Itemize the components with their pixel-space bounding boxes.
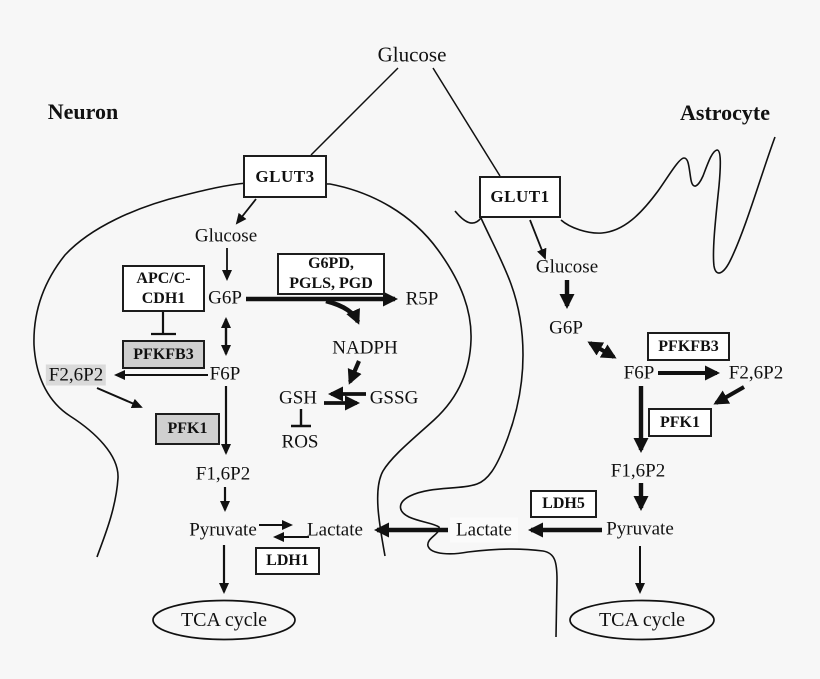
neuron-pfkfb3-label: PFKFB3 bbox=[133, 345, 194, 363]
neuron-pfkfb3-box: PFKFB3 bbox=[122, 340, 205, 369]
neuron-tca-label: TCA cycle bbox=[180, 609, 268, 631]
astro-g6p-label: G6P bbox=[549, 317, 583, 339]
ppp-enzymes-line1: G6PD, bbox=[308, 255, 354, 272]
astro-pfkfb3-label: PFKFB3 bbox=[658, 337, 719, 355]
neuron-f16p2-label: F1,6P2 bbox=[195, 463, 251, 485]
neuron-pfk1-label: PFK1 bbox=[167, 420, 208, 437]
astro-f16p2-label: F1,6P2 bbox=[610, 460, 666, 482]
arrow-astro-g6p-f6p-reversible bbox=[587, 341, 617, 359]
astrocyte-membrane-right bbox=[560, 136, 776, 274]
arrow-astro-f26p2-to-pfk1 bbox=[713, 385, 745, 405]
ldh5-label: LDH5 bbox=[542, 495, 585, 512]
neuron-f26p2-label: F2,6P2 bbox=[45, 364, 107, 386]
astro-f26p2-label: F2,6P2 bbox=[728, 362, 784, 384]
r5p-label: R5P bbox=[405, 288, 439, 310]
astro-pfk1-box: PFK1 bbox=[648, 408, 712, 437]
neuron-f6p-label: F6P bbox=[209, 363, 241, 385]
astro-glucose-label: Glucose bbox=[535, 256, 599, 278]
astro-f6p-label: F6P bbox=[623, 362, 655, 384]
neuron-region-label: Neuron bbox=[47, 99, 119, 124]
neuron-pfk1-box: PFK1 bbox=[155, 413, 220, 445]
arrow-nadph-to-gsh bbox=[347, 360, 362, 385]
ldh1-label: LDH1 bbox=[266, 552, 309, 569]
neuron-glucose-label: Glucose bbox=[194, 225, 258, 247]
inhibit-gsh-to-ros bbox=[291, 409, 311, 428]
ldh1-box: LDH1 bbox=[255, 547, 320, 575]
astrocyte-membrane-left bbox=[399, 210, 558, 638]
line-glucose-to-glut3 bbox=[310, 67, 399, 156]
line-glucose-to-glut1 bbox=[432, 67, 501, 177]
ppp-enzymes-line2: PGLS, PGD bbox=[289, 275, 373, 292]
extracellular-glucose-label: Glucose bbox=[377, 42, 447, 67]
gssg-label: GSSG bbox=[369, 387, 419, 409]
arrow-branch-to-nadph bbox=[325, 298, 361, 325]
apc-cdh1-box: APC/C- CDH1 bbox=[122, 265, 205, 312]
ros-label: ROS bbox=[281, 431, 319, 453]
neuron-membrane bbox=[33, 182, 472, 558]
arrow-glut3-to-glucose bbox=[235, 198, 257, 225]
neuron-pyruvate-label: Pyruvate bbox=[189, 519, 257, 541]
neuron-lactate-label: Lactate bbox=[307, 519, 363, 541]
glut3-label: GLUT3 bbox=[255, 166, 315, 186]
glut3-transporter-box: GLUT3 bbox=[243, 155, 327, 198]
gsh-label: GSH bbox=[278, 387, 318, 409]
ldh5-box: LDH5 bbox=[530, 490, 597, 518]
arrow-neuron-f26p2-to-pfk1 bbox=[96, 387, 143, 409]
apc-cdh1-line1: APC/C- bbox=[136, 269, 191, 287]
nadph-label: NADPH bbox=[332, 337, 398, 359]
arrow-glut1-to-glucose bbox=[529, 219, 547, 260]
astro-pyruvate-label: Pyruvate bbox=[606, 518, 674, 540]
astro-tca-label: TCA cycle bbox=[598, 609, 686, 631]
neuron-tca-ellipse bbox=[152, 599, 296, 641]
glut1-transporter-box: GLUT1 bbox=[479, 176, 561, 218]
astrocyte-tca-ellipse bbox=[569, 599, 715, 641]
apc-cdh1-line2: CDH1 bbox=[141, 289, 186, 307]
astro-pfkfb3-box: PFKFB3 bbox=[647, 332, 730, 361]
g6pd-pgls-pgd-box: G6PD, PGLS, PGD bbox=[277, 253, 385, 295]
astro-lactate-label: Lactate bbox=[450, 517, 518, 543]
astrocyte-region-label: Astrocyte bbox=[680, 100, 770, 125]
inhibit-apc-to-pfkfb3 bbox=[151, 312, 176, 336]
neuron-g6p-label: G6P bbox=[208, 287, 242, 309]
astro-pfk1-label: PFK1 bbox=[660, 413, 700, 431]
glut1-label: GLUT1 bbox=[490, 187, 550, 207]
